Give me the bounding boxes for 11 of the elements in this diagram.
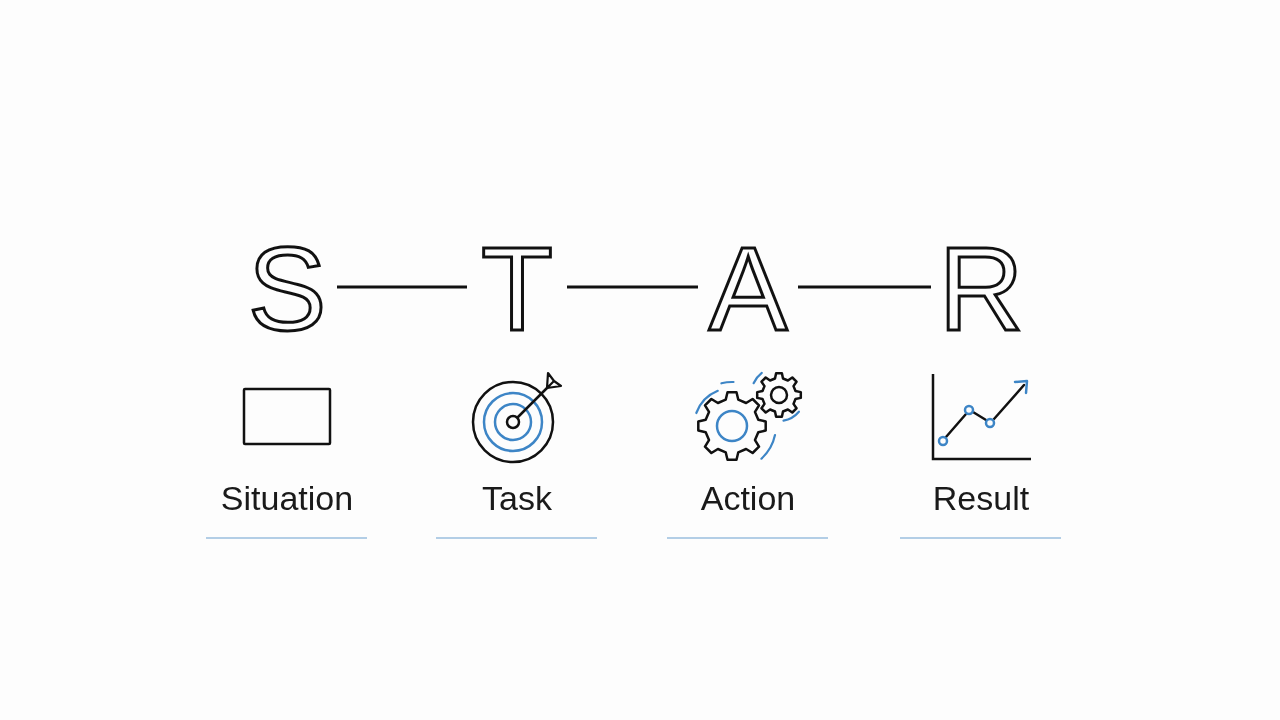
- outlined-letter: T: [467, 230, 567, 348]
- outlined-letter: S: [237, 230, 337, 348]
- connector-line: [567, 285, 698, 289]
- step-caption: Action: [700, 478, 796, 518]
- connector-line: [337, 285, 467, 289]
- step-caption: Result: [932, 478, 1030, 518]
- outlined-letter: R: [931, 230, 1031, 348]
- outlined-letter: A: [698, 230, 798, 348]
- step-caption: Situation: [220, 478, 354, 518]
- connector-line: [798, 285, 931, 289]
- step-caption: Task: [482, 478, 552, 518]
